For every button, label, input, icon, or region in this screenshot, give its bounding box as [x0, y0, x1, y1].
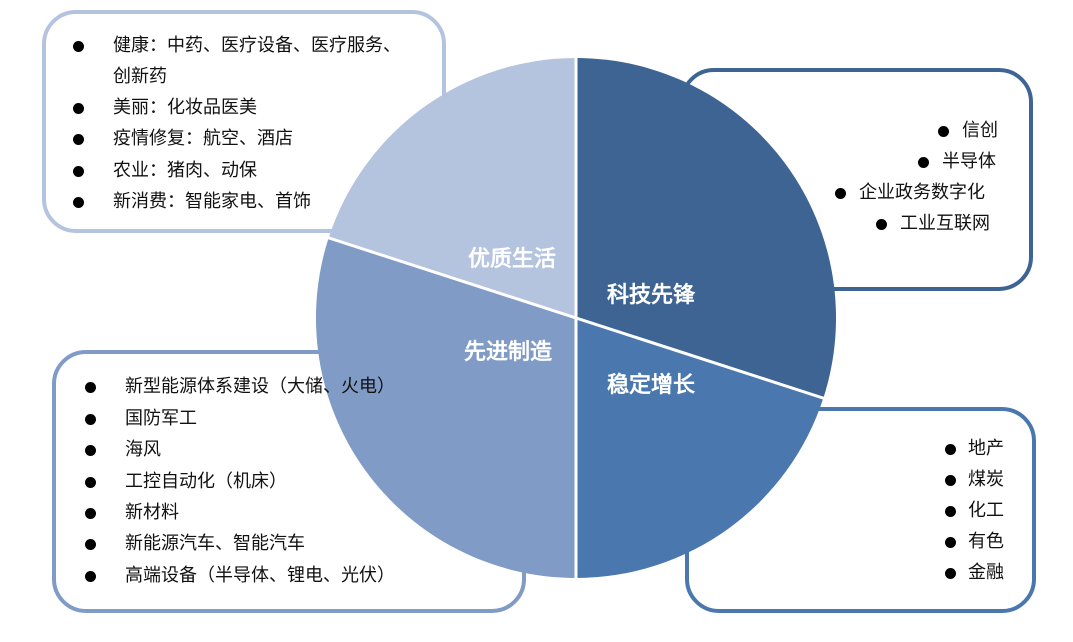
segment-label-stable: 稳定增长 [606, 373, 696, 398]
bullet-icon [918, 157, 929, 168]
pie-slice-tech [576, 58, 837, 399]
bullet-icon [85, 414, 96, 425]
pie-slice-stable [576, 318, 824, 578]
bullet-icon [945, 568, 956, 579]
list-item: 美丽：化妆品医美 [113, 97, 257, 118]
quality-life-box [42, 10, 446, 233]
bullet-icon [73, 134, 84, 145]
list-item: 高端设备（半导体、锂电、光伏） [125, 565, 395, 586]
bullet-icon [73, 41, 84, 52]
segment-label-tech: 科技先锋 [606, 283, 696, 308]
bullet-icon [945, 444, 956, 455]
list-item: 农业：猪肉、动保 [113, 160, 257, 181]
list-item: 新材料 [125, 502, 179, 523]
bullet-icon [876, 219, 887, 230]
list-item: 疫情修复：航空、酒店 [113, 128, 293, 149]
bullet-icon [73, 103, 84, 114]
list-item: 工控自动化（机床） [125, 471, 287, 492]
list-item: 化工 [968, 500, 1004, 521]
list-item: 健康：中药、医疗设备、医疗服务、 [113, 35, 401, 56]
pie-slice-manufacturing [315, 237, 576, 578]
list-item: 金融 [968, 562, 1004, 583]
bullet-icon [938, 126, 949, 137]
list-item: 新消费：智能家电、首饰 [113, 191, 311, 212]
bullet-icon [945, 506, 956, 517]
bullet-icon [85, 508, 96, 519]
pie-slice-quality [328, 58, 576, 318]
list-item: 新型能源体系建设（大储、火电） [125, 376, 395, 397]
list-item: 地产 [968, 438, 1004, 459]
bullet-icon [835, 188, 846, 199]
list-item: 海风 [125, 439, 161, 460]
list-item: 有色 [968, 531, 1004, 552]
bullet-icon [73, 197, 84, 208]
list-item: 半导体 [942, 151, 996, 172]
separator-line [325, 235, 827, 401]
list-item: 工业互联网 [900, 213, 990, 234]
bullet-icon [945, 475, 956, 486]
bullet-icon [85, 571, 96, 582]
bullet-icon [85, 445, 96, 456]
bullet-icon [85, 477, 96, 488]
bullet-icon [73, 166, 84, 177]
list-item: 煤炭 [968, 469, 1004, 490]
list-item: 企业政务数字化 [859, 182, 985, 203]
segment-label-manufacturing: 先进制造 [463, 340, 553, 365]
bullet-icon [85, 539, 96, 550]
list-item: 创新药 [113, 66, 167, 87]
segment-label-quality: 优质生活 [467, 247, 557, 272]
bullet-icon [85, 382, 96, 393]
list-item: 信创 [962, 120, 998, 141]
bullet-icon [945, 537, 956, 548]
list-item: 新能源汽车、智能汽车 [125, 533, 305, 554]
list-item: 国防军工 [125, 408, 197, 429]
